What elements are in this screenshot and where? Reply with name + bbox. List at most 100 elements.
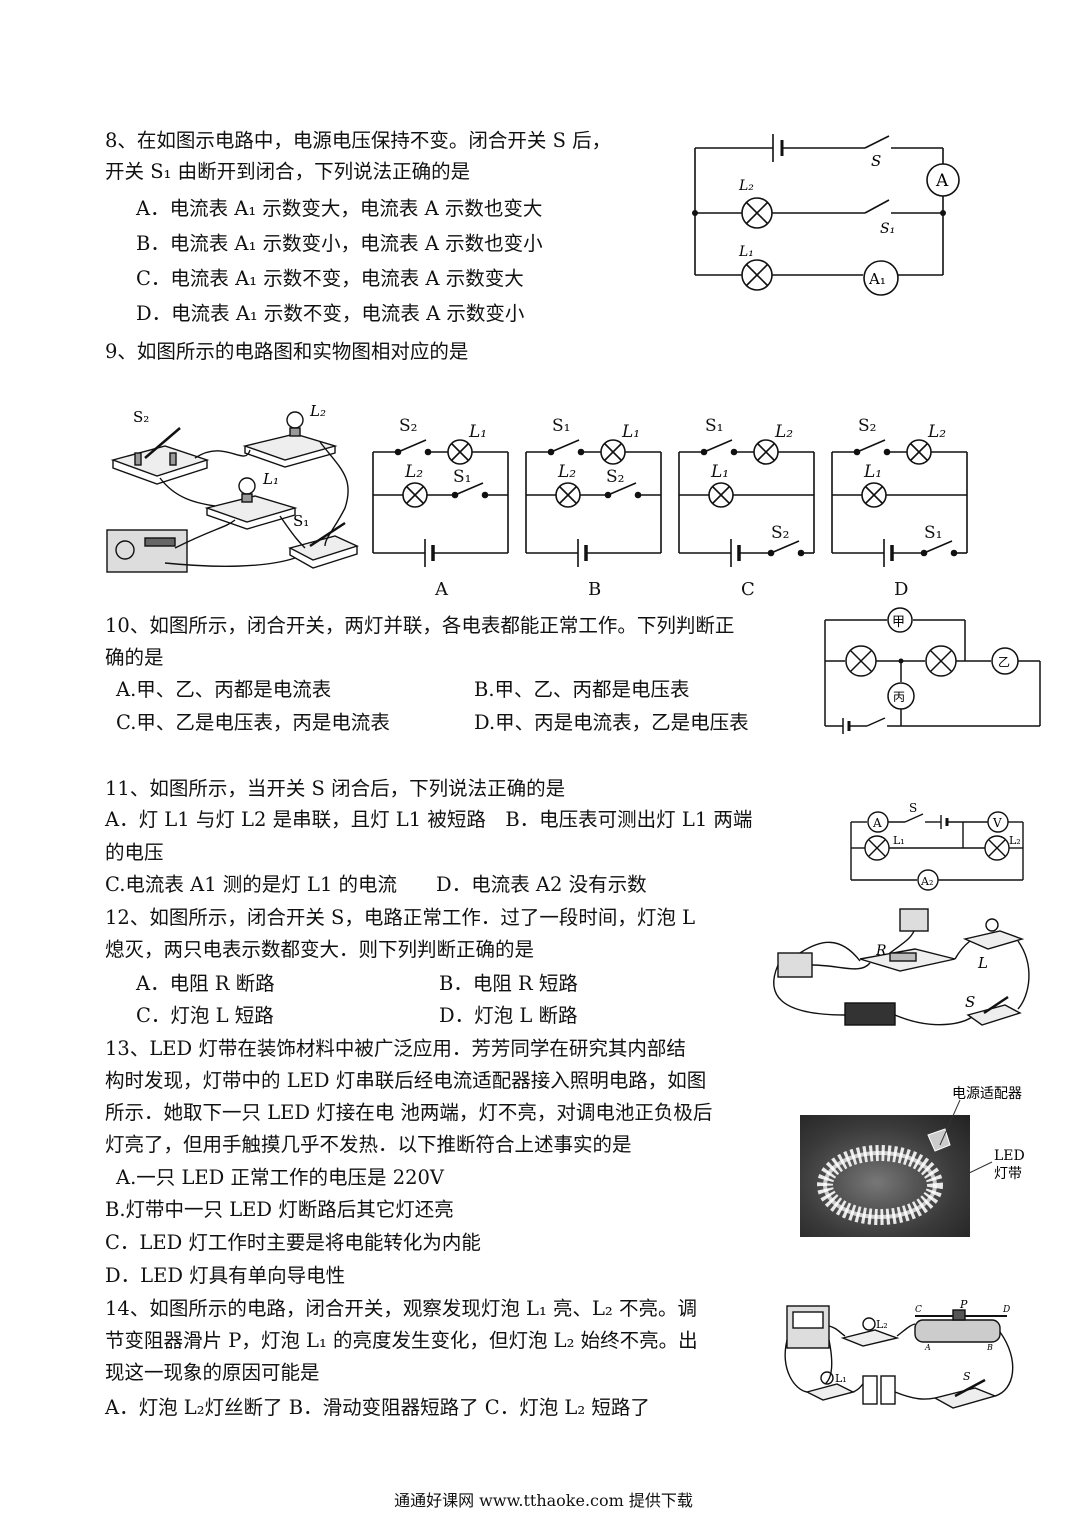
q13-label-adapter: 电源适配器 [952,1086,1022,1102]
q12-label-s: S [965,993,975,1011]
q10-option-c: C.甲、乙是电压表，丙是电流表 [116,711,390,734]
q12-option-a: A．电阻 R 断路 [136,972,275,995]
q8-label-s1: S₁ [880,221,895,237]
q11-stem: 11、如图所示，当开关 S 闭合后，下列说法正确的是 [105,777,566,800]
q12-label-r: R [875,943,887,959]
q11-label-l2: L₂ [1009,834,1021,847]
q11-option-ab: A．灯 L1 与灯 L2 是串联，且灯 L1 被短路 B．电压表可测出灯 L1 … [105,808,753,831]
switch-icon [547,439,585,456]
q9-choice-letter: D [894,579,908,600]
q9-choice-c [678,439,815,567]
q9-top-switch-label: S₁ [552,416,570,436]
q9-mid-lamp-label: L₂ [404,462,423,482]
q14-label-l2: L₂ [876,1318,888,1331]
q14-label-l1: L₁ [835,1372,847,1385]
q9-top-lamp-label: L₁ [468,422,487,442]
q13-option-a: A.一只 LED 正常工作的电压是 220V [116,1166,444,1189]
q8-circuit-diagram: S A L₂ S₁ L₁ A₁ [692,134,960,296]
q9-top-switch-label: S₂ [858,416,876,436]
q12-option-c: C．灯泡 L 短路 [136,1004,274,1027]
q12-option-b: B．电阻 R 短路 [439,972,578,995]
q9-photo-label-s1: S₁ [293,512,309,530]
q14-label-a: A [924,1343,931,1352]
q9-top-switch-label: S₂ [399,416,417,436]
q8-label-l1: L₁ [738,244,754,260]
q9-stem: 9、如图所示的电路图和实物图相对应的是 [105,340,469,363]
q9-mid-lamp-label: L₂ [557,462,576,482]
q8-label-l2: L₂ [738,178,754,194]
switch-icon [394,439,432,456]
q8-option-a: A．电流表 A₁ 示数变大，电流表 A 示数也变大 [136,197,543,220]
lamp-icon [447,439,473,465]
q9-mid-lamp-label: L₁ [863,462,882,482]
lamp-icon [906,439,932,465]
q13-stem-line3: 所示．她取下一只 LED 灯接在电 池两端，灯不亮，对调电池正负极后 [105,1101,713,1124]
lamp-icon [555,482,581,508]
lamp-icon [402,482,428,508]
q8-label-a: A [935,171,949,191]
q10-meter-bing: 丙 [893,690,905,704]
q14-label-b: B [986,1343,993,1352]
q10-meter-jia: 甲 [892,615,905,630]
q10-option-b: B.甲、乙、丙都是电压表 [474,678,690,701]
q9-choice-b [525,439,662,567]
q14-physical-circuit: L₂ L₁ P C D A B S [784,1300,1014,1409]
q9-mid-switch-label: S₂ [606,467,624,487]
q11-label-v: V [992,816,1002,830]
q9-choice-a [372,439,509,567]
q10-meter-yi: 乙 [998,655,1010,669]
q11-label-l1: L₁ [893,834,905,847]
q10-option-a: A.甲、乙、丙都是电流表 [116,678,332,701]
q13-option-d: D．LED 灯具有单向导电性 [105,1264,346,1287]
q13-label-strip: 灯带 [994,1166,1022,1182]
q8-label-a1: A₁ [868,270,886,288]
q13-label-led: LED [994,1148,1025,1164]
q11-label-a2: A₂ [920,875,933,888]
q9-bottom-switch-label: S₁ [924,523,942,543]
q8-option-d: D．电流表 A₁ 示数不变，电流表 A 示数变小 [136,302,525,325]
switch-icon [767,540,805,557]
q9-top-switch-label: S₁ [705,416,723,436]
q9-choice-letter: C [741,579,755,600]
q13-led-strip-photo [800,1115,970,1237]
q9-bottom-switch-label: S₂ [771,523,789,543]
page-footer: 通通好课网 www.tthaoke.com 提供下载 [394,1491,693,1510]
q10-option-d: D.甲、丙是电流表，乙是电压表 [474,711,749,734]
q11-label-a: A [872,816,882,830]
switch-icon [853,439,891,456]
q12-stem-line2: 熄灭，两只电表示数都变大．则下列判断正确的是 [105,938,535,961]
q9-physical-circuit: S₂ L₂ L₁ S₁ [106,402,359,573]
q11-circuit-diagram: A S V L₁ L₂ A₂ [850,801,1024,891]
q9-choice-letter: B [588,579,601,600]
switch-icon [920,540,958,557]
q10-stem-line2: 确的是 [105,646,164,669]
q8-stem-line2: 开关 S₁ 由断开到闭合，下列说法正确的是 [105,160,471,183]
q14-label-p: P [959,1300,968,1311]
q14-label-c: C [915,1305,922,1315]
q13-option-b: B.灯带中一只 LED 灯断路后其它灯还亮 [105,1198,454,1221]
q10-circuit-diagram: 甲 乙 丙 [824,607,1041,734]
q12-stem-line1: 12、如图所示，闭合开关 S，电路正常工作．过了一段时间，灯泡 L [105,906,696,929]
q10-stem-line1: 10、如图所示，闭合开关，两灯并联，各电表都能正常工作。下列判断正 [105,614,735,637]
lamp-icon [708,482,734,508]
q8-label-s: S [871,152,881,170]
q14-stem-line3: 现这一现象的原因可能是 [105,1361,320,1384]
q9-mid-switch-label: S₁ [453,467,471,487]
q13-option-c: C．LED 灯工作时主要是将电能转化为内能 [105,1231,481,1254]
q8-stem-line1: 8、在如图示电路中，电源电压保持不变。闭合开关 S 后， [105,129,612,152]
q12-physical-circuit: R L S [773,908,1030,1026]
q8-option-b: B．电流表 A₁ 示数变小，电流表 A 示数也变小 [136,232,543,255]
q12-label-l: L [977,954,988,972]
q13-stem-line2: 构时发现，灯带中的 LED 灯串联后经电流适配器接入照明电路，如图 [105,1069,707,1092]
q9-photo-label-s2: S₂ [133,408,149,426]
switch-icon [700,439,738,456]
q11-option-b-cont: 的电压 [105,841,164,864]
q11-option-cd: C.电流表 A1 测的是灯 L1 的电流 D．电流表 A2 没有示数 [105,873,647,896]
q9-top-lamp-label: L₂ [774,422,793,442]
lamp-icon [753,439,779,465]
q8-option-c: C．电流表 A₁ 示数不变，电流表 A 示数变大 [136,267,524,290]
